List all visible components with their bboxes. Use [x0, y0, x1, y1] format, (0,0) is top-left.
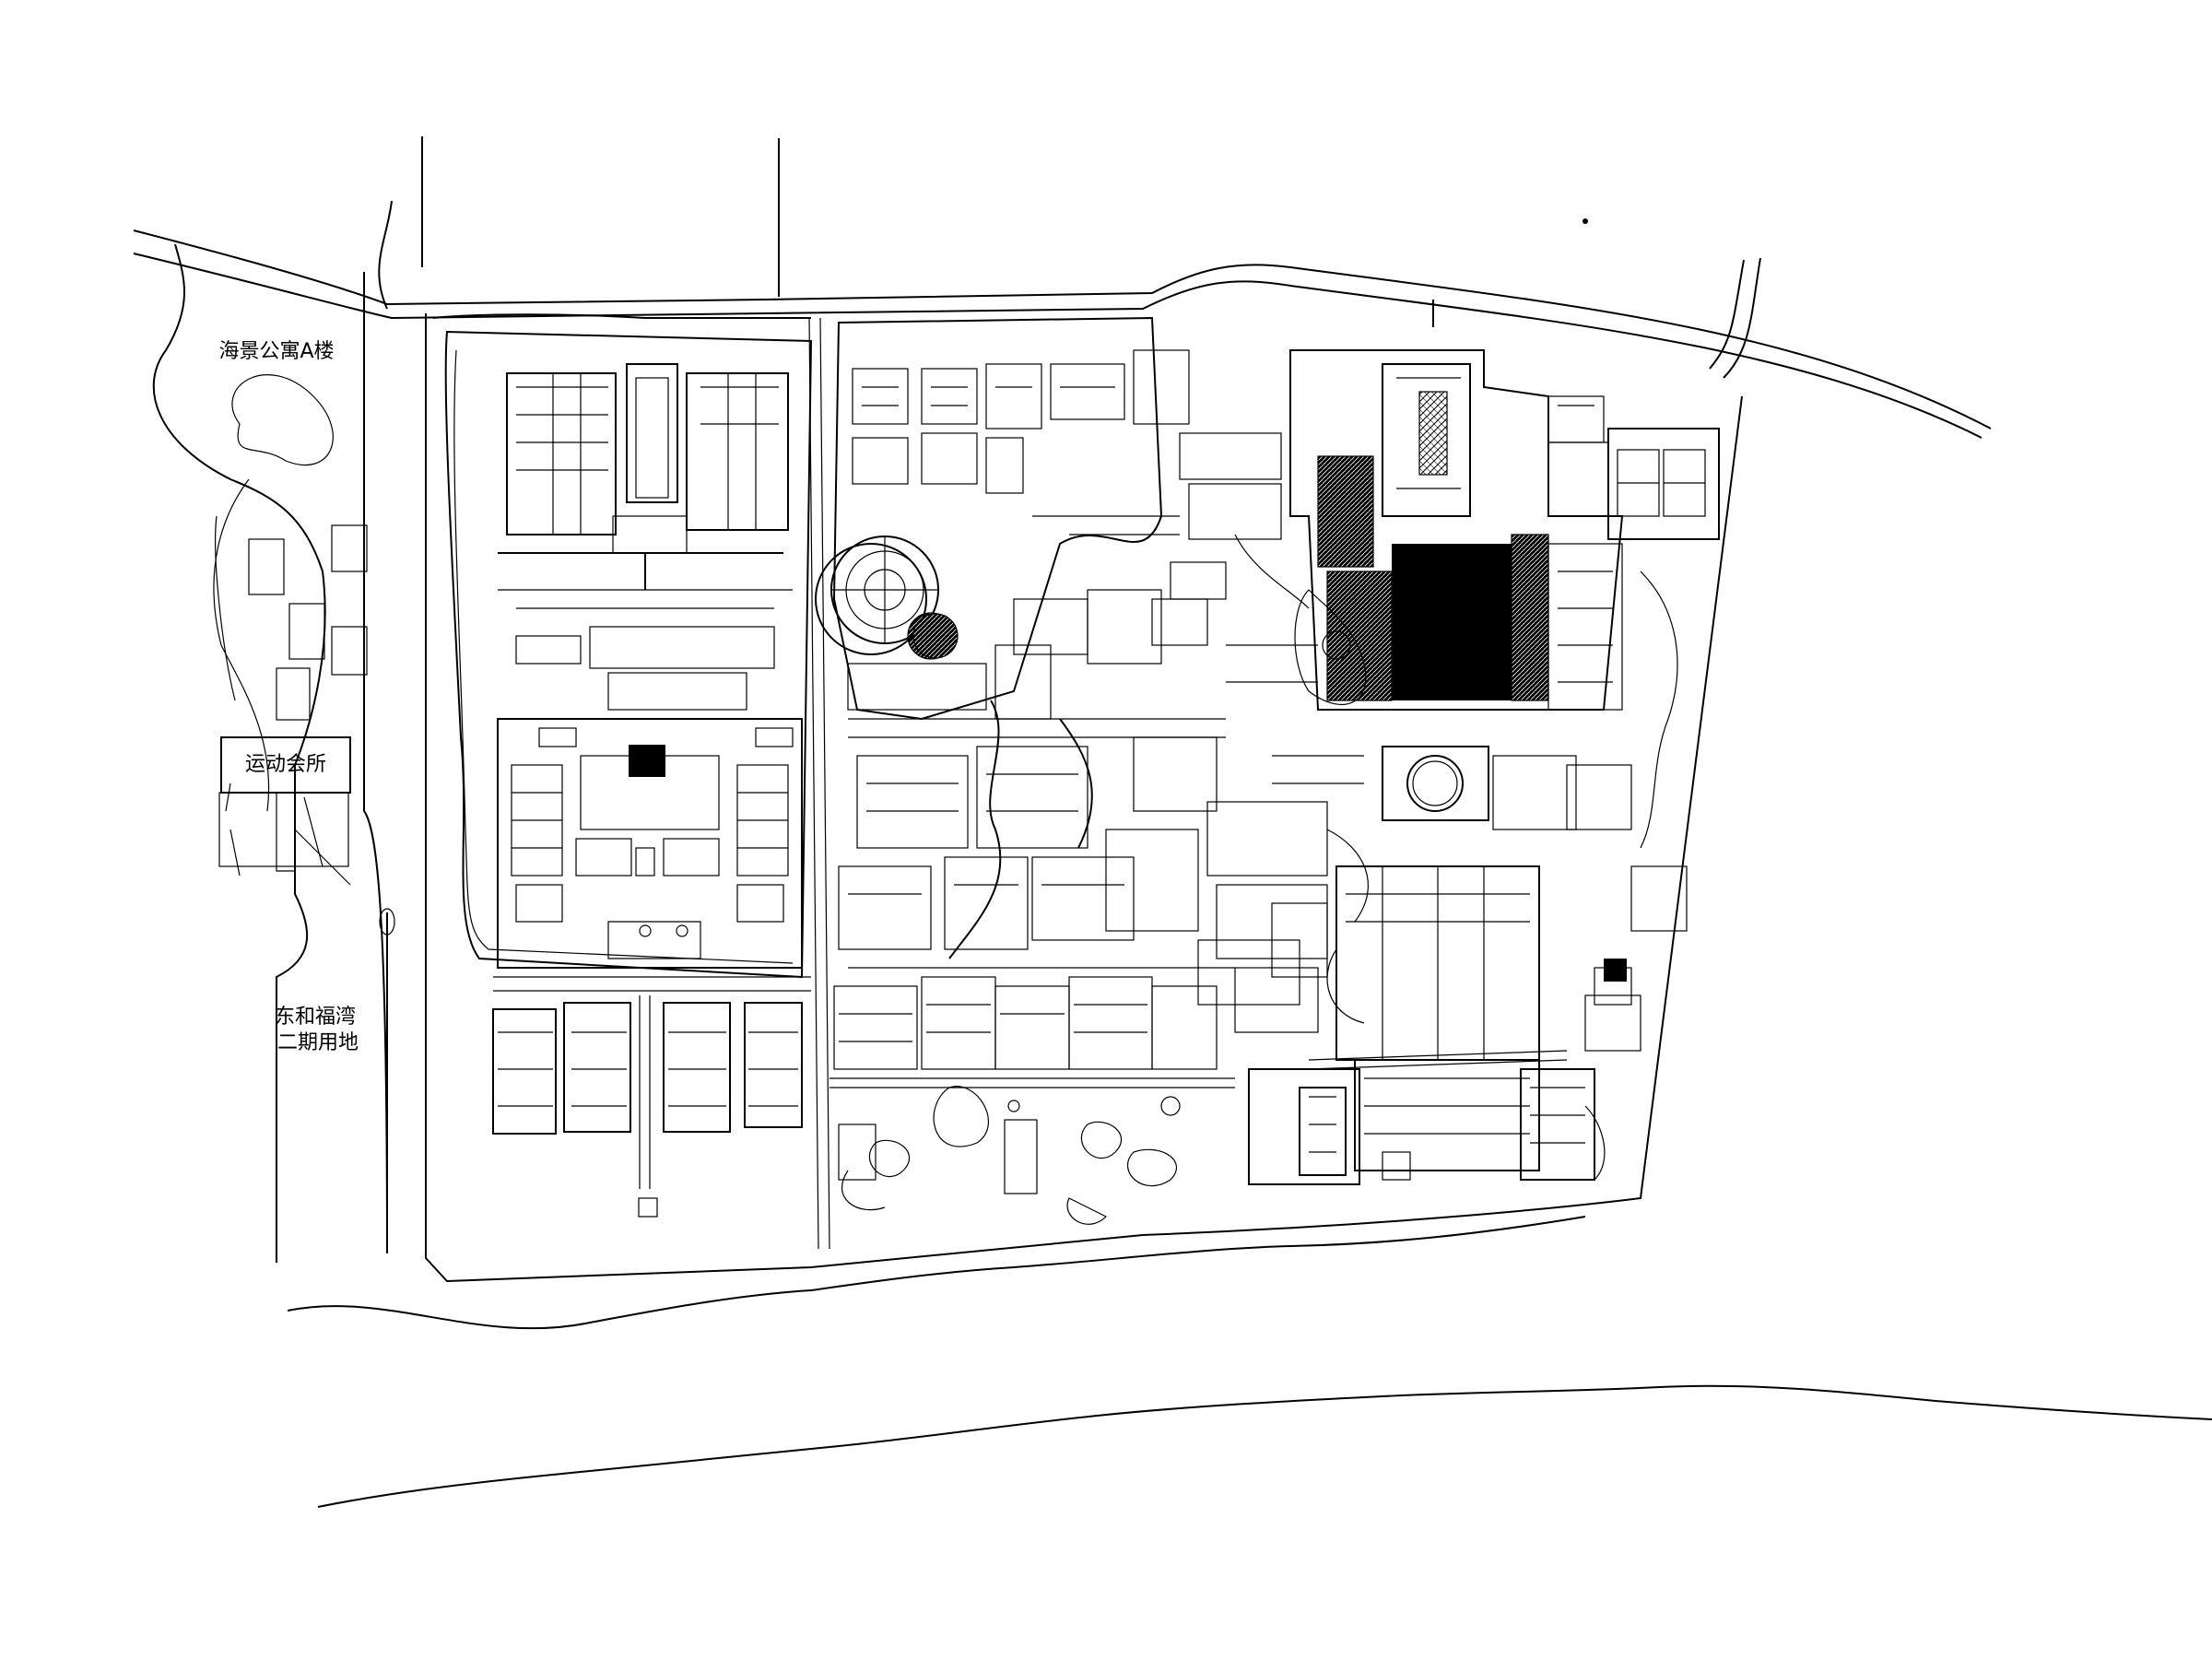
- east-main-building: [1289, 349, 1624, 711]
- tennis-courts: [1547, 395, 1720, 540]
- neighbour-site-west: [152, 243, 395, 1263]
- label-phase2-line1: 东和福湾: [275, 1006, 356, 1029]
- label-apartment-a: 海景公寓A楼: [218, 340, 334, 363]
- central-villa-cluster: [830, 316, 1328, 1225]
- north-row-buildings: [852, 349, 1282, 540]
- plan-detail-texture: [848, 515, 1370, 969]
- round-pavilion: [815, 543, 959, 659]
- label-sports-club: 运动会所: [245, 753, 326, 776]
- road-network: [133, 136, 1992, 439]
- lower-villas: [830, 976, 1235, 1194]
- middle-villas: [838, 561, 1328, 1006]
- ring-plaza: [1382, 746, 1489, 821]
- west-compound: [444, 330, 813, 979]
- site-boundary: [425, 313, 1743, 1283]
- landscape-blobs: [841, 1086, 1181, 1225]
- south-shore-buildings: [1248, 1050, 1606, 1185]
- south-east-clubhouse: [1234, 865, 1540, 1061]
- east-edge-buildings: [1492, 543, 1688, 1052]
- south-west-buildings: [492, 976, 811, 1218]
- shoreline: [287, 1216, 2212, 1508]
- survey-dot: [1583, 218, 1588, 224]
- label-phase2-line2: 二期用地: [277, 1031, 359, 1054]
